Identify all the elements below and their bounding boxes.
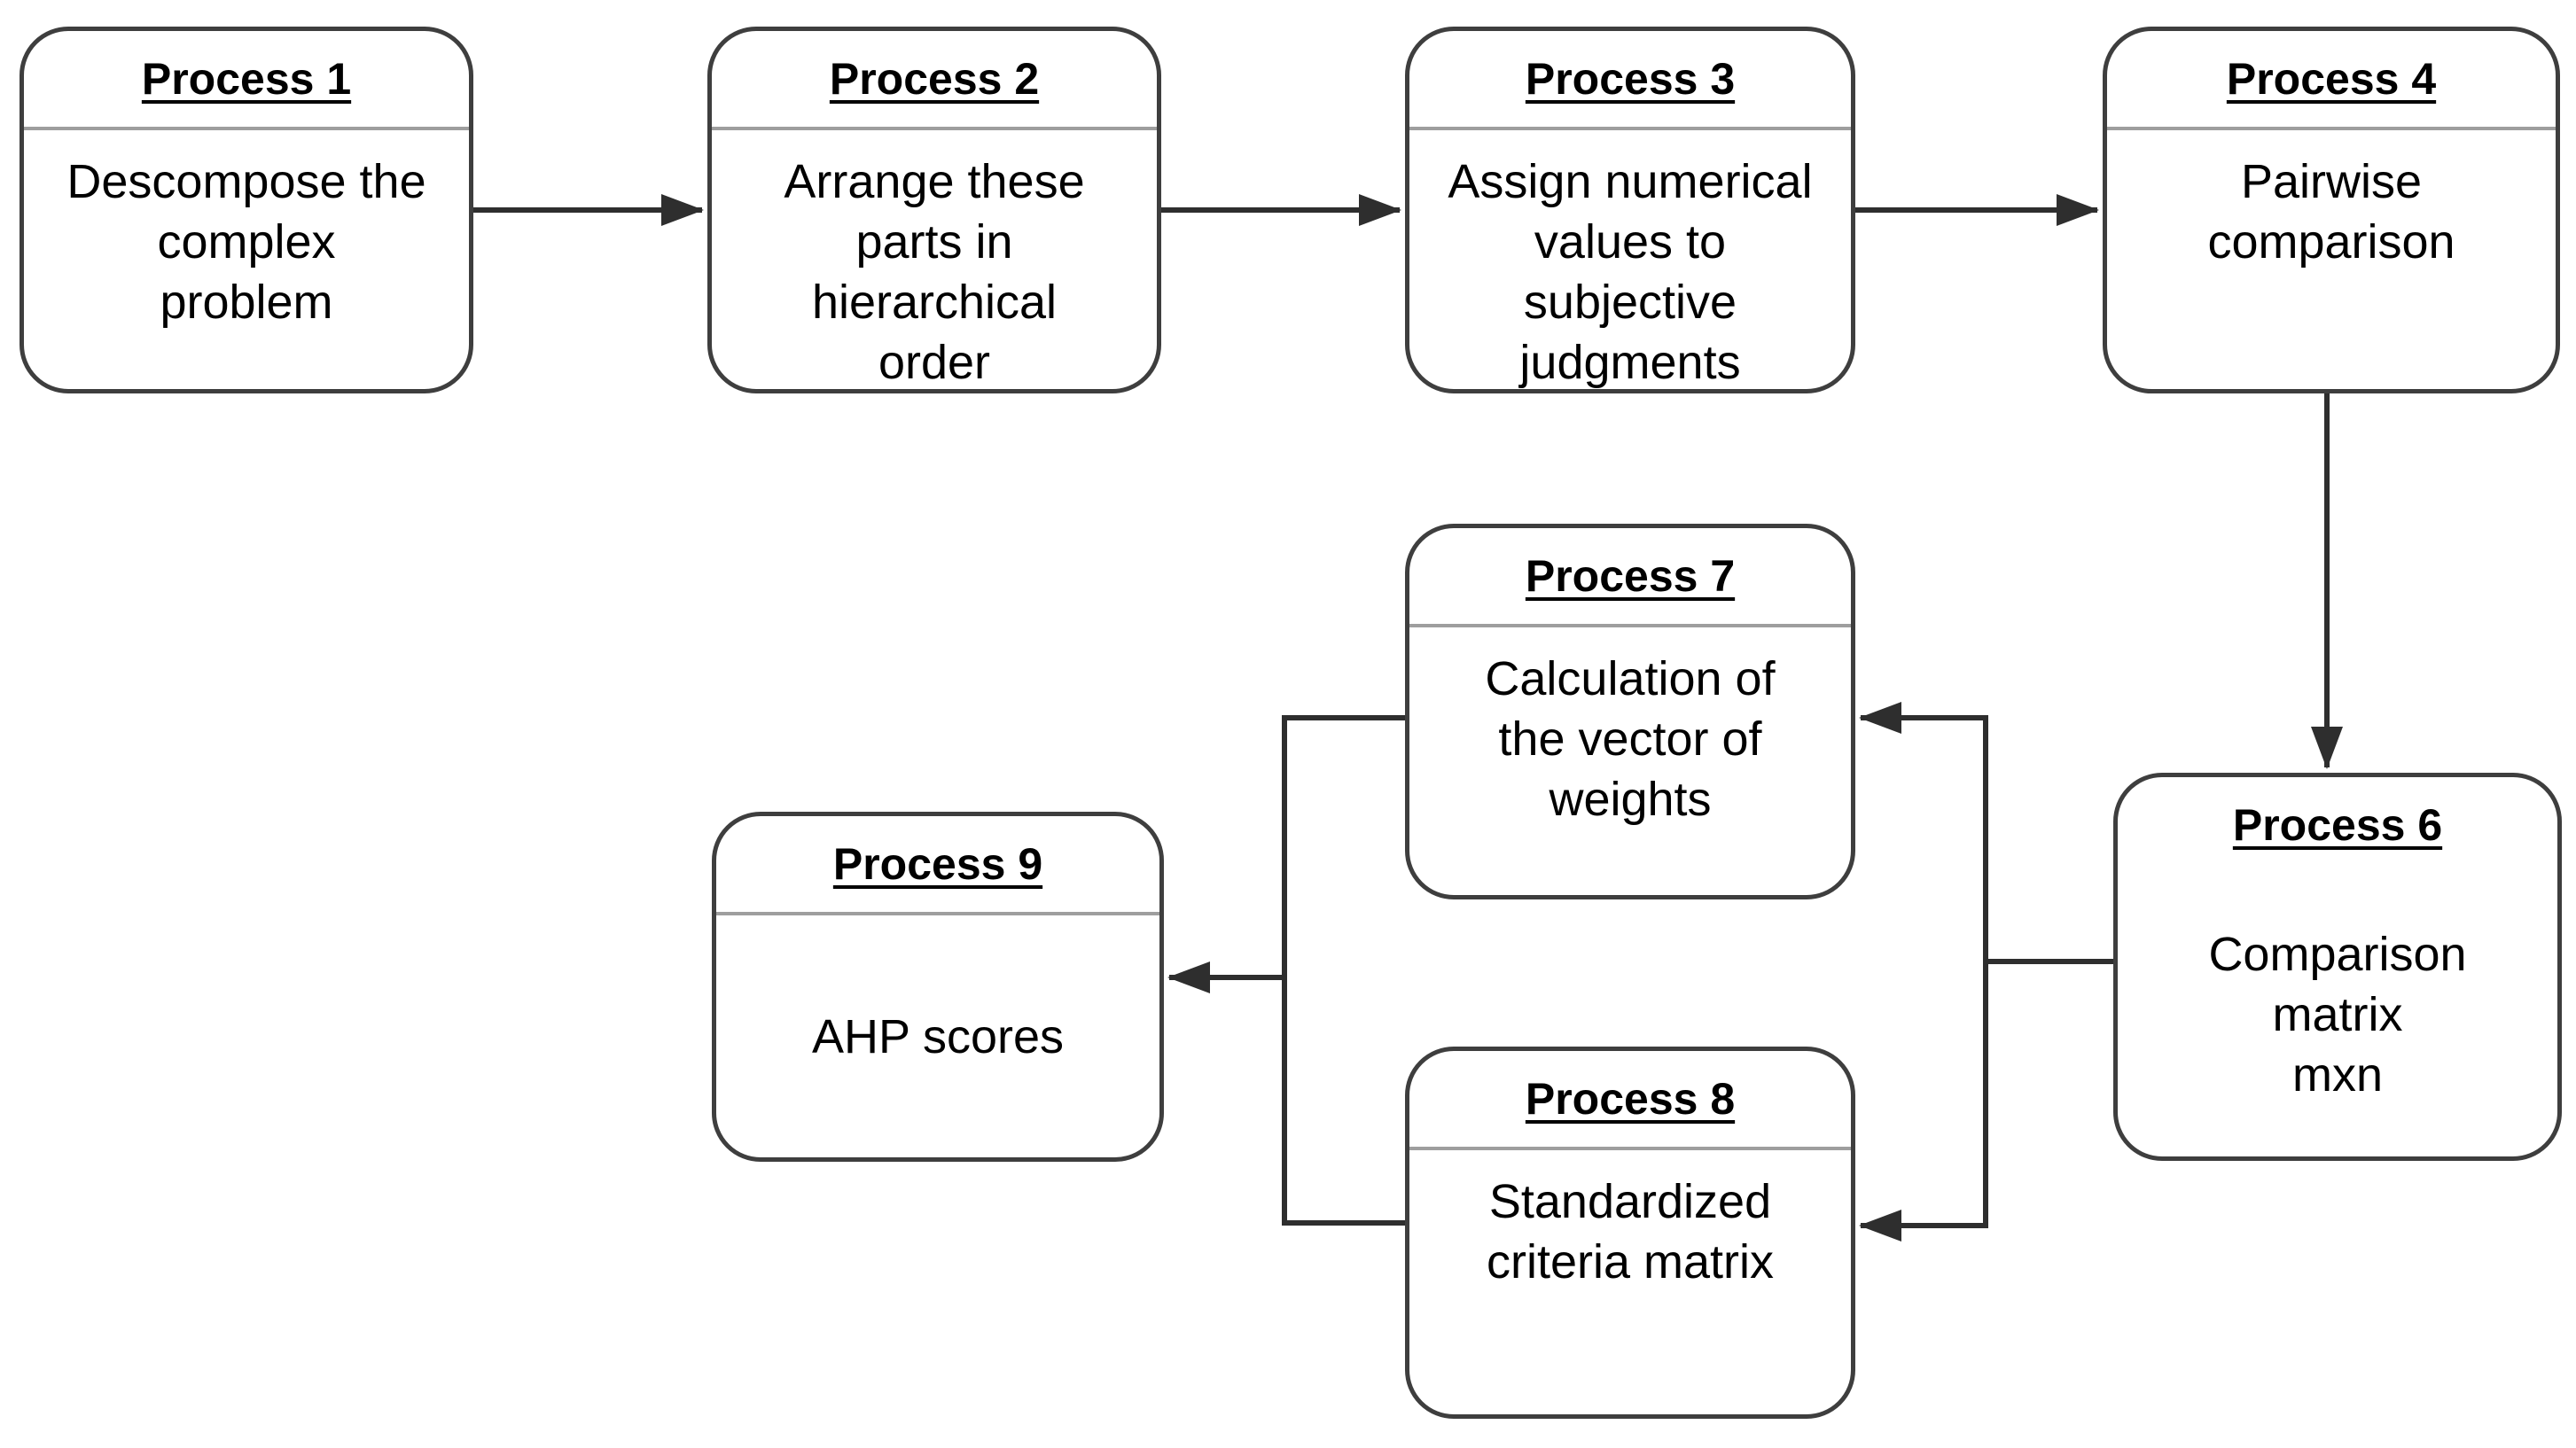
process-9-node: Process 9 AHP scores (712, 812, 1164, 1162)
process-4-body: Pairwise comparison (2207, 155, 2455, 269)
process-8-body: Standardized criteria matrix (1486, 1175, 1775, 1288)
process-8-divider (1409, 1147, 1851, 1150)
process-1-divider (24, 127, 469, 130)
process-3-title: Process 3 (1525, 54, 1736, 104)
process-7-body: Calculation of the vector of weights (1485, 652, 1776, 826)
process-3-body: Assign numerical values to subjective ju… (1448, 155, 1813, 389)
process-6-node: Process 6 Comparison matrix mxn (2113, 773, 2562, 1161)
process-2-divider (712, 127, 1157, 130)
process-2-node: Process 2 Arrange these parts in hierarc… (707, 27, 1161, 393)
process-8-header: Process 8 (1409, 1051, 1851, 1147)
process-7-header: Process 7 (1409, 528, 1851, 624)
process-8-node: Process 8 Standardized criteria matrix (1405, 1047, 1855, 1419)
process-7-divider (1409, 624, 1851, 627)
process-4-header: Process 4 (2107, 31, 2556, 127)
process-2-body: Arrange these parts in hierarchical orde… (784, 155, 1085, 389)
process-2-header: Process 2 (712, 31, 1157, 127)
process-9-header: Process 9 (716, 816, 1159, 912)
process-1-node: Process 1 Descompose the complex problem (20, 27, 473, 393)
process-1-title: Process 1 (141, 54, 352, 104)
process-9-title: Process 9 (832, 839, 1043, 889)
process-7-node: Process 7 Calculation of the vector of w… (1405, 524, 1855, 899)
process-7-title: Process 7 (1525, 551, 1736, 601)
process-9-body: AHP scores (811, 1009, 1065, 1063)
process-1-header: Process 1 (24, 31, 469, 127)
process-3-divider (1409, 127, 1851, 130)
process-1-body: Descompose the complex problem (66, 155, 426, 329)
process-6-header: Process 6 (2118, 777, 2557, 873)
process-9-divider (716, 912, 1159, 915)
process-3-node: Process 3 Assign numerical values to sub… (1405, 27, 1855, 393)
process-4-node: Process 4 Pairwise comparison (2103, 27, 2560, 393)
process-6-title: Process 6 (2232, 800, 2443, 850)
process-8-title: Process 8 (1525, 1074, 1736, 1124)
process-4-title: Process 4 (2226, 54, 2437, 104)
process-6-body: Comparison matrix mxn (2208, 928, 2467, 1102)
process-4-divider (2107, 127, 2556, 130)
process-2-title: Process 2 (829, 54, 1040, 104)
process-3-header: Process 3 (1409, 31, 1851, 127)
